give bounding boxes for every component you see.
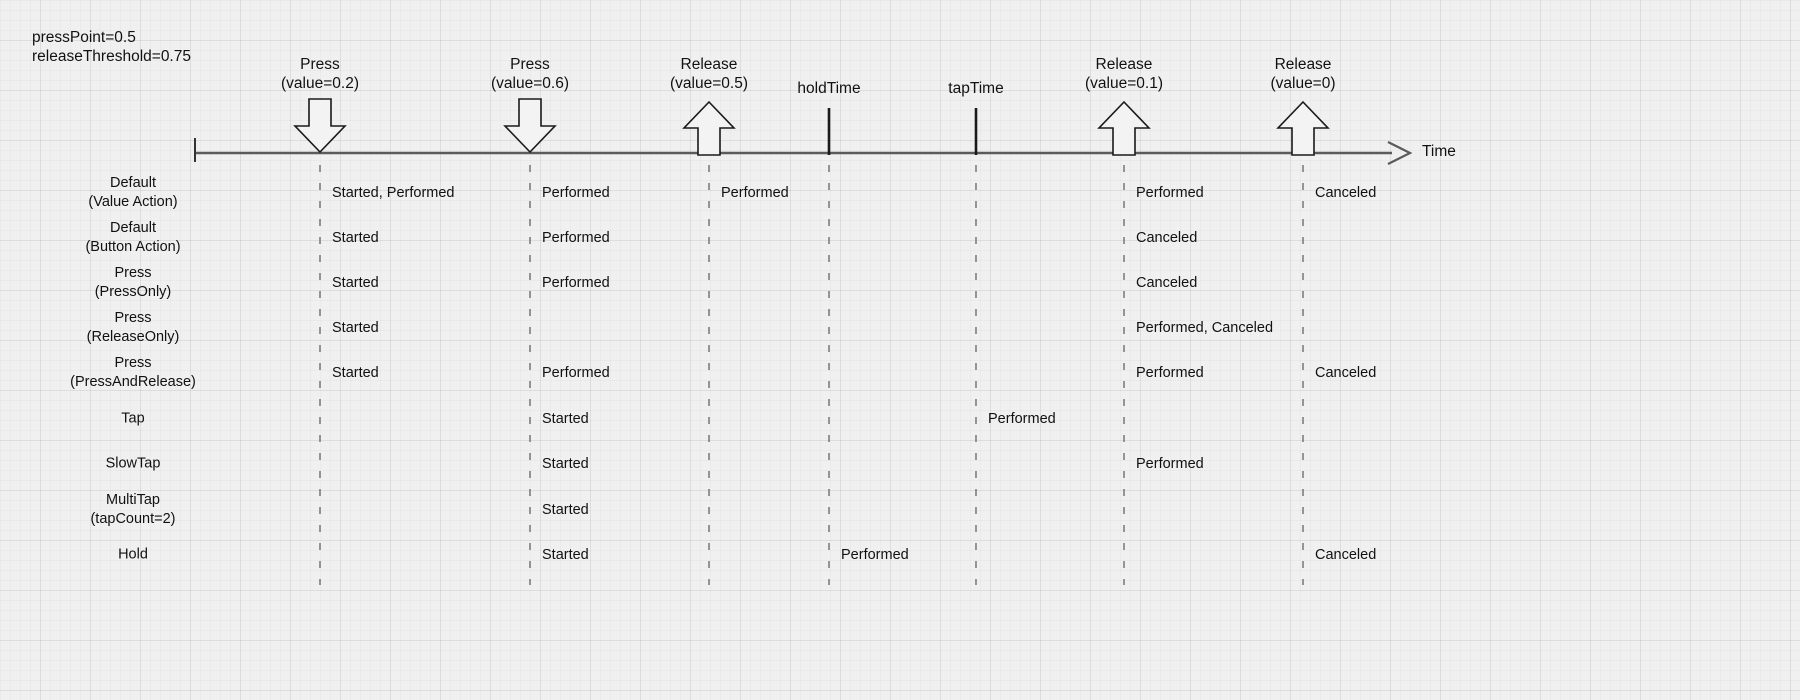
- row-label-hold: Hold: [118, 546, 148, 563]
- event-default-value-action-4: Canceled: [1315, 185, 1377, 201]
- marker-label-release-1: Release (value=0.5): [670, 56, 748, 92]
- row-label-press-pressonly: Press (PressOnly): [94, 265, 172, 300]
- event-press-releaseonly-1: Performed, Canceled: [1136, 320, 1274, 336]
- event-press-pressonly-0: Started: [332, 275, 379, 291]
- release-arrow-shape: [1276, 100, 1330, 156]
- marker-label-holdtime: holdTime: [797, 80, 861, 97]
- event-tap-0: Started: [542, 411, 589, 427]
- row-label-tap: Tap: [121, 410, 145, 427]
- event-default-button-action-2: Canceled: [1136, 230, 1198, 246]
- release-arrow-shape: [1097, 100, 1151, 156]
- marker-label-press-1: Press (value=0.2): [281, 56, 359, 92]
- parameters-note: pressPoint=0.5 releaseThreshold=0.75: [32, 29, 191, 65]
- row-label-press-pressandrelease: Press (PressAndRelease): [70, 355, 196, 390]
- row-label-multitap: MultiTap (tapCount=2): [90, 492, 176, 527]
- marker-label-press-2: Press (value=0.6): [491, 56, 569, 92]
- marker-label-release-2: Release (value=0.1): [1085, 56, 1163, 92]
- event-default-button-action-0: Started: [332, 230, 379, 246]
- event-slowtap-0: Started: [542, 456, 589, 472]
- marker-press-1: [293, 98, 347, 585]
- release-arrow-shape: [682, 100, 736, 156]
- event-press-pressandrelease-1: Performed: [542, 365, 610, 381]
- event-press-pressonly-1: Performed: [542, 275, 610, 291]
- row-label-default-value-action: Default (Value Action): [88, 175, 178, 210]
- time-axis-label: Time: [1422, 143, 1456, 160]
- marker-release-1: [682, 100, 736, 585]
- event-default-value-action-1: Performed: [542, 185, 610, 201]
- event-default-value-action-2: Performed: [721, 185, 789, 201]
- event-press-pressonly-2: Canceled: [1136, 275, 1198, 291]
- marker-label-taptime: tapTime: [948, 80, 1004, 97]
- event-slowtap-1: Performed: [1136, 456, 1204, 472]
- event-press-pressandrelease-3: Canceled: [1315, 365, 1377, 381]
- marker-release-3: [1276, 100, 1330, 585]
- event-hold-1: Performed: [841, 547, 909, 563]
- axis-arrowhead: [1387, 141, 1413, 165]
- press-arrow-shape: [293, 98, 347, 154]
- event-press-pressandrelease-2: Performed: [1136, 365, 1204, 381]
- event-default-value-action-0: Started, Performed: [332, 185, 455, 201]
- event-hold-2: Canceled: [1315, 547, 1377, 563]
- event-default-button-action-1: Performed: [542, 230, 610, 246]
- row-label-default-button-action: Default (Button Action): [85, 220, 181, 255]
- event-tap-1: Performed: [988, 411, 1056, 427]
- event-default-value-action-3: Performed: [1136, 185, 1204, 201]
- press-arrow-shape: [503, 98, 557, 154]
- event-press-pressandrelease-0: Started: [332, 365, 379, 381]
- marker-release-2: [1097, 100, 1151, 585]
- marker-label-release-3: Release (value=0): [1270, 56, 1336, 92]
- event-multitap-0: Started: [542, 502, 589, 518]
- row-label-slowtap: SlowTap: [105, 455, 161, 472]
- event-hold-0: Started: [542, 547, 589, 563]
- row-label-press-releaseonly: Press (ReleaseOnly): [86, 310, 180, 345]
- event-press-releaseonly-0: Started: [332, 320, 379, 336]
